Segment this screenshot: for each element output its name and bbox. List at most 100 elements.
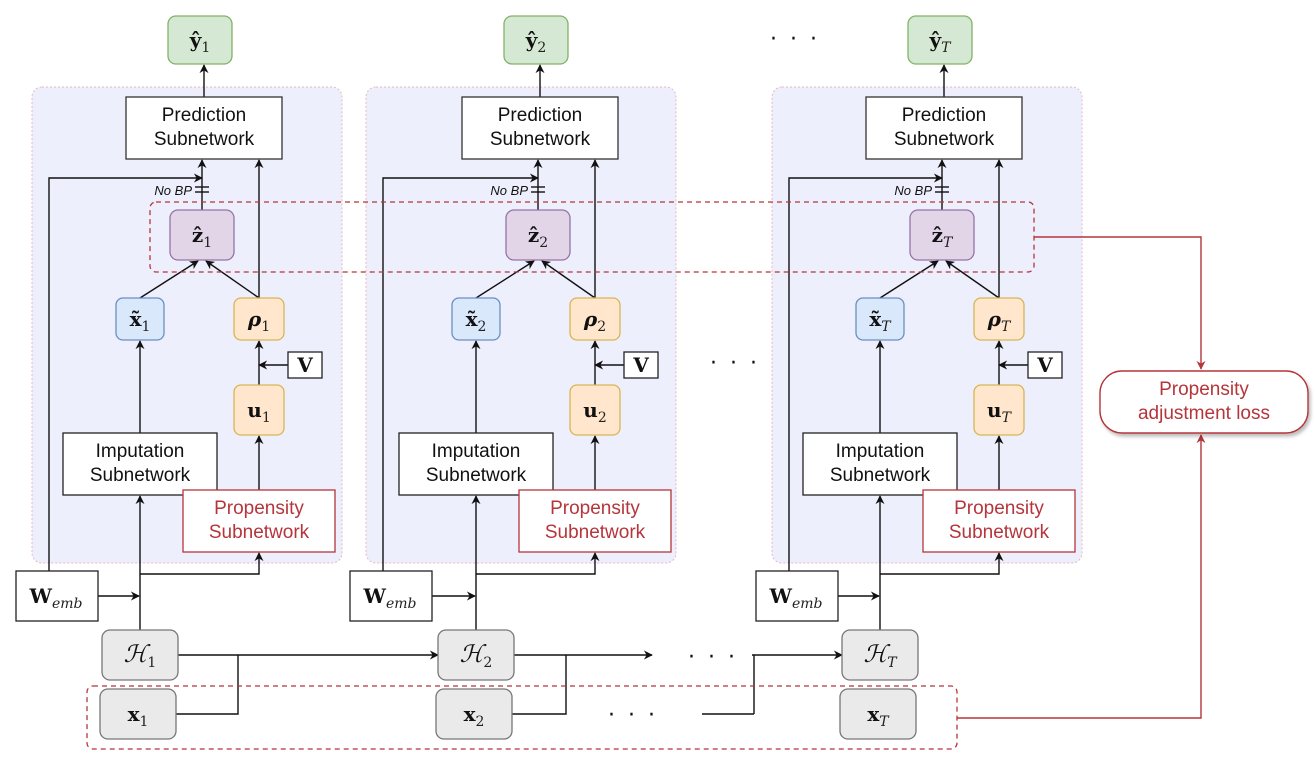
- output-label: ŷ1: [189, 28, 211, 56]
- input-x-label-base: x: [867, 702, 880, 726]
- z-hat-label-sub: 1: [203, 235, 212, 251]
- imputation-subnetwork-label-line: Subnetwork: [90, 465, 191, 486]
- input-x-label-base: x: [128, 702, 141, 726]
- x-tilde-label-sub: 2: [478, 319, 487, 335]
- u-label: u2: [583, 398, 606, 426]
- output-label-base: ŷ: [189, 28, 203, 52]
- ellipsis-panels: · · ·: [710, 351, 760, 376]
- w-emb-label-base: W: [769, 584, 793, 608]
- ellipsis-outputs: · · ·: [770, 27, 820, 52]
- inputs-group-boundary: [86, 685, 958, 750]
- rho-node: [569, 297, 621, 341]
- history-label: ℋ1: [124, 640, 157, 671]
- u-node: [569, 384, 621, 436]
- z-hat-label-sub: 2: [539, 235, 548, 251]
- no-bp-label: No BP: [154, 183, 192, 198]
- z-hat-label-base: ẑ: [192, 223, 203, 247]
- no-bp-label: No BP: [490, 183, 528, 198]
- history-node: [101, 629, 179, 681]
- edge-xtilde-to-z: [139, 260, 199, 299]
- edge-xtilde-to-z: [879, 260, 939, 299]
- x-tilde-label-sub: 1: [142, 319, 151, 335]
- history-label-base: ℋ: [124, 640, 151, 668]
- prediction-subnetwork-label-line: Prediction: [902, 105, 987, 126]
- v-matrix-box: [287, 351, 323, 379]
- w-emb-box: [15, 570, 99, 622]
- w-emb-label-base: W: [363, 584, 387, 608]
- u-label-base: u: [247, 398, 262, 422]
- imputation-subnetwork-label-line: Imputation: [96, 441, 185, 462]
- history-label-base: ℋ: [460, 640, 487, 668]
- edge-inputs-group-to-loss: [957, 434, 1206, 719]
- prediction-subnetwork-label-line: Prediction: [498, 105, 583, 126]
- propensity-subnetwork-label-line: Propensity: [550, 498, 640, 519]
- z-hat-label-base: ẑ: [932, 223, 943, 247]
- edge-history-to-propensity: [880, 552, 1004, 575]
- x-tilde-label: x̃2: [466, 307, 487, 335]
- input-x-label-sub: T: [879, 714, 890, 730]
- rho-label-sub: 1: [261, 319, 270, 335]
- input-x-label-sub: 2: [476, 714, 485, 730]
- rho-label: ρ1: [247, 307, 270, 335]
- input-x-node: [435, 688, 513, 740]
- prediction-subnetwork-label-line: Subnetwork: [490, 129, 591, 150]
- rho-node: [233, 297, 285, 341]
- propensity-subnetwork: [518, 489, 672, 553]
- history-label: ℋT: [863, 640, 898, 671]
- v-matrix-label: V: [296, 353, 313, 377]
- propensity-subnetwork-label-line: Subnetwork: [949, 522, 1050, 543]
- output-label: ŷT: [929, 28, 953, 56]
- w-emb-label: Wemb: [29, 584, 83, 612]
- propensity-subnetwork-label-line: Propensity: [214, 498, 304, 519]
- propensity-adjustment-loss-label-line: adjustment loss: [1138, 403, 1270, 424]
- history-label-sub: 1: [147, 655, 156, 671]
- v-matrix-label: V: [1036, 353, 1053, 377]
- u-label-sub: 1: [262, 410, 271, 426]
- edge-wemb-to-prediction: [788, 173, 943, 571]
- w-emb-label-sub: emb: [52, 596, 83, 612]
- prediction-subnetwork: [125, 96, 283, 160]
- edges-layer: [48, 64, 1206, 719]
- prediction-subnetwork: [461, 96, 619, 160]
- output-node: [167, 15, 233, 65]
- history-label-base: ℋ: [863, 640, 890, 668]
- imputation-subnetwork: [398, 432, 554, 496]
- u-node: [233, 384, 285, 436]
- rho-label: ρ2: [583, 307, 606, 335]
- input-x-label-base: x: [464, 702, 477, 726]
- history-node: [437, 629, 515, 681]
- edge-z-group-to-loss: [1034, 236, 1206, 370]
- input-x-label: xT: [867, 702, 890, 730]
- output-label: ŷ2: [525, 28, 547, 56]
- x-tilde-label: x̃1: [130, 307, 151, 335]
- rho-label: ρT: [987, 307, 1012, 335]
- edge-wemb-to-prediction: [382, 173, 539, 571]
- prediction-subnetwork-label-line: Subnetwork: [894, 129, 995, 150]
- output-node: [503, 15, 569, 65]
- no-bp-label: No BP: [894, 183, 932, 198]
- edge-xtilde-to-z: [475, 260, 535, 299]
- w-emb-label-base: W: [29, 584, 53, 608]
- history-node: [841, 629, 919, 681]
- propensity-subnetwork-label-line: Propensity: [954, 498, 1044, 519]
- v-matrix-label: V: [632, 353, 649, 377]
- edge-rho-to-z: [945, 260, 1000, 299]
- prediction-subnetwork: [865, 96, 1023, 160]
- w-emb-label-sub: emb: [386, 596, 417, 612]
- z-hat-node: [505, 209, 571, 261]
- edge-rho-to-z: [541, 260, 596, 299]
- u-node: [973, 384, 1025, 436]
- v-matrix-box: [623, 351, 659, 379]
- edge-history-to-propensity: [476, 552, 600, 575]
- history-label-sub: T: [887, 655, 898, 671]
